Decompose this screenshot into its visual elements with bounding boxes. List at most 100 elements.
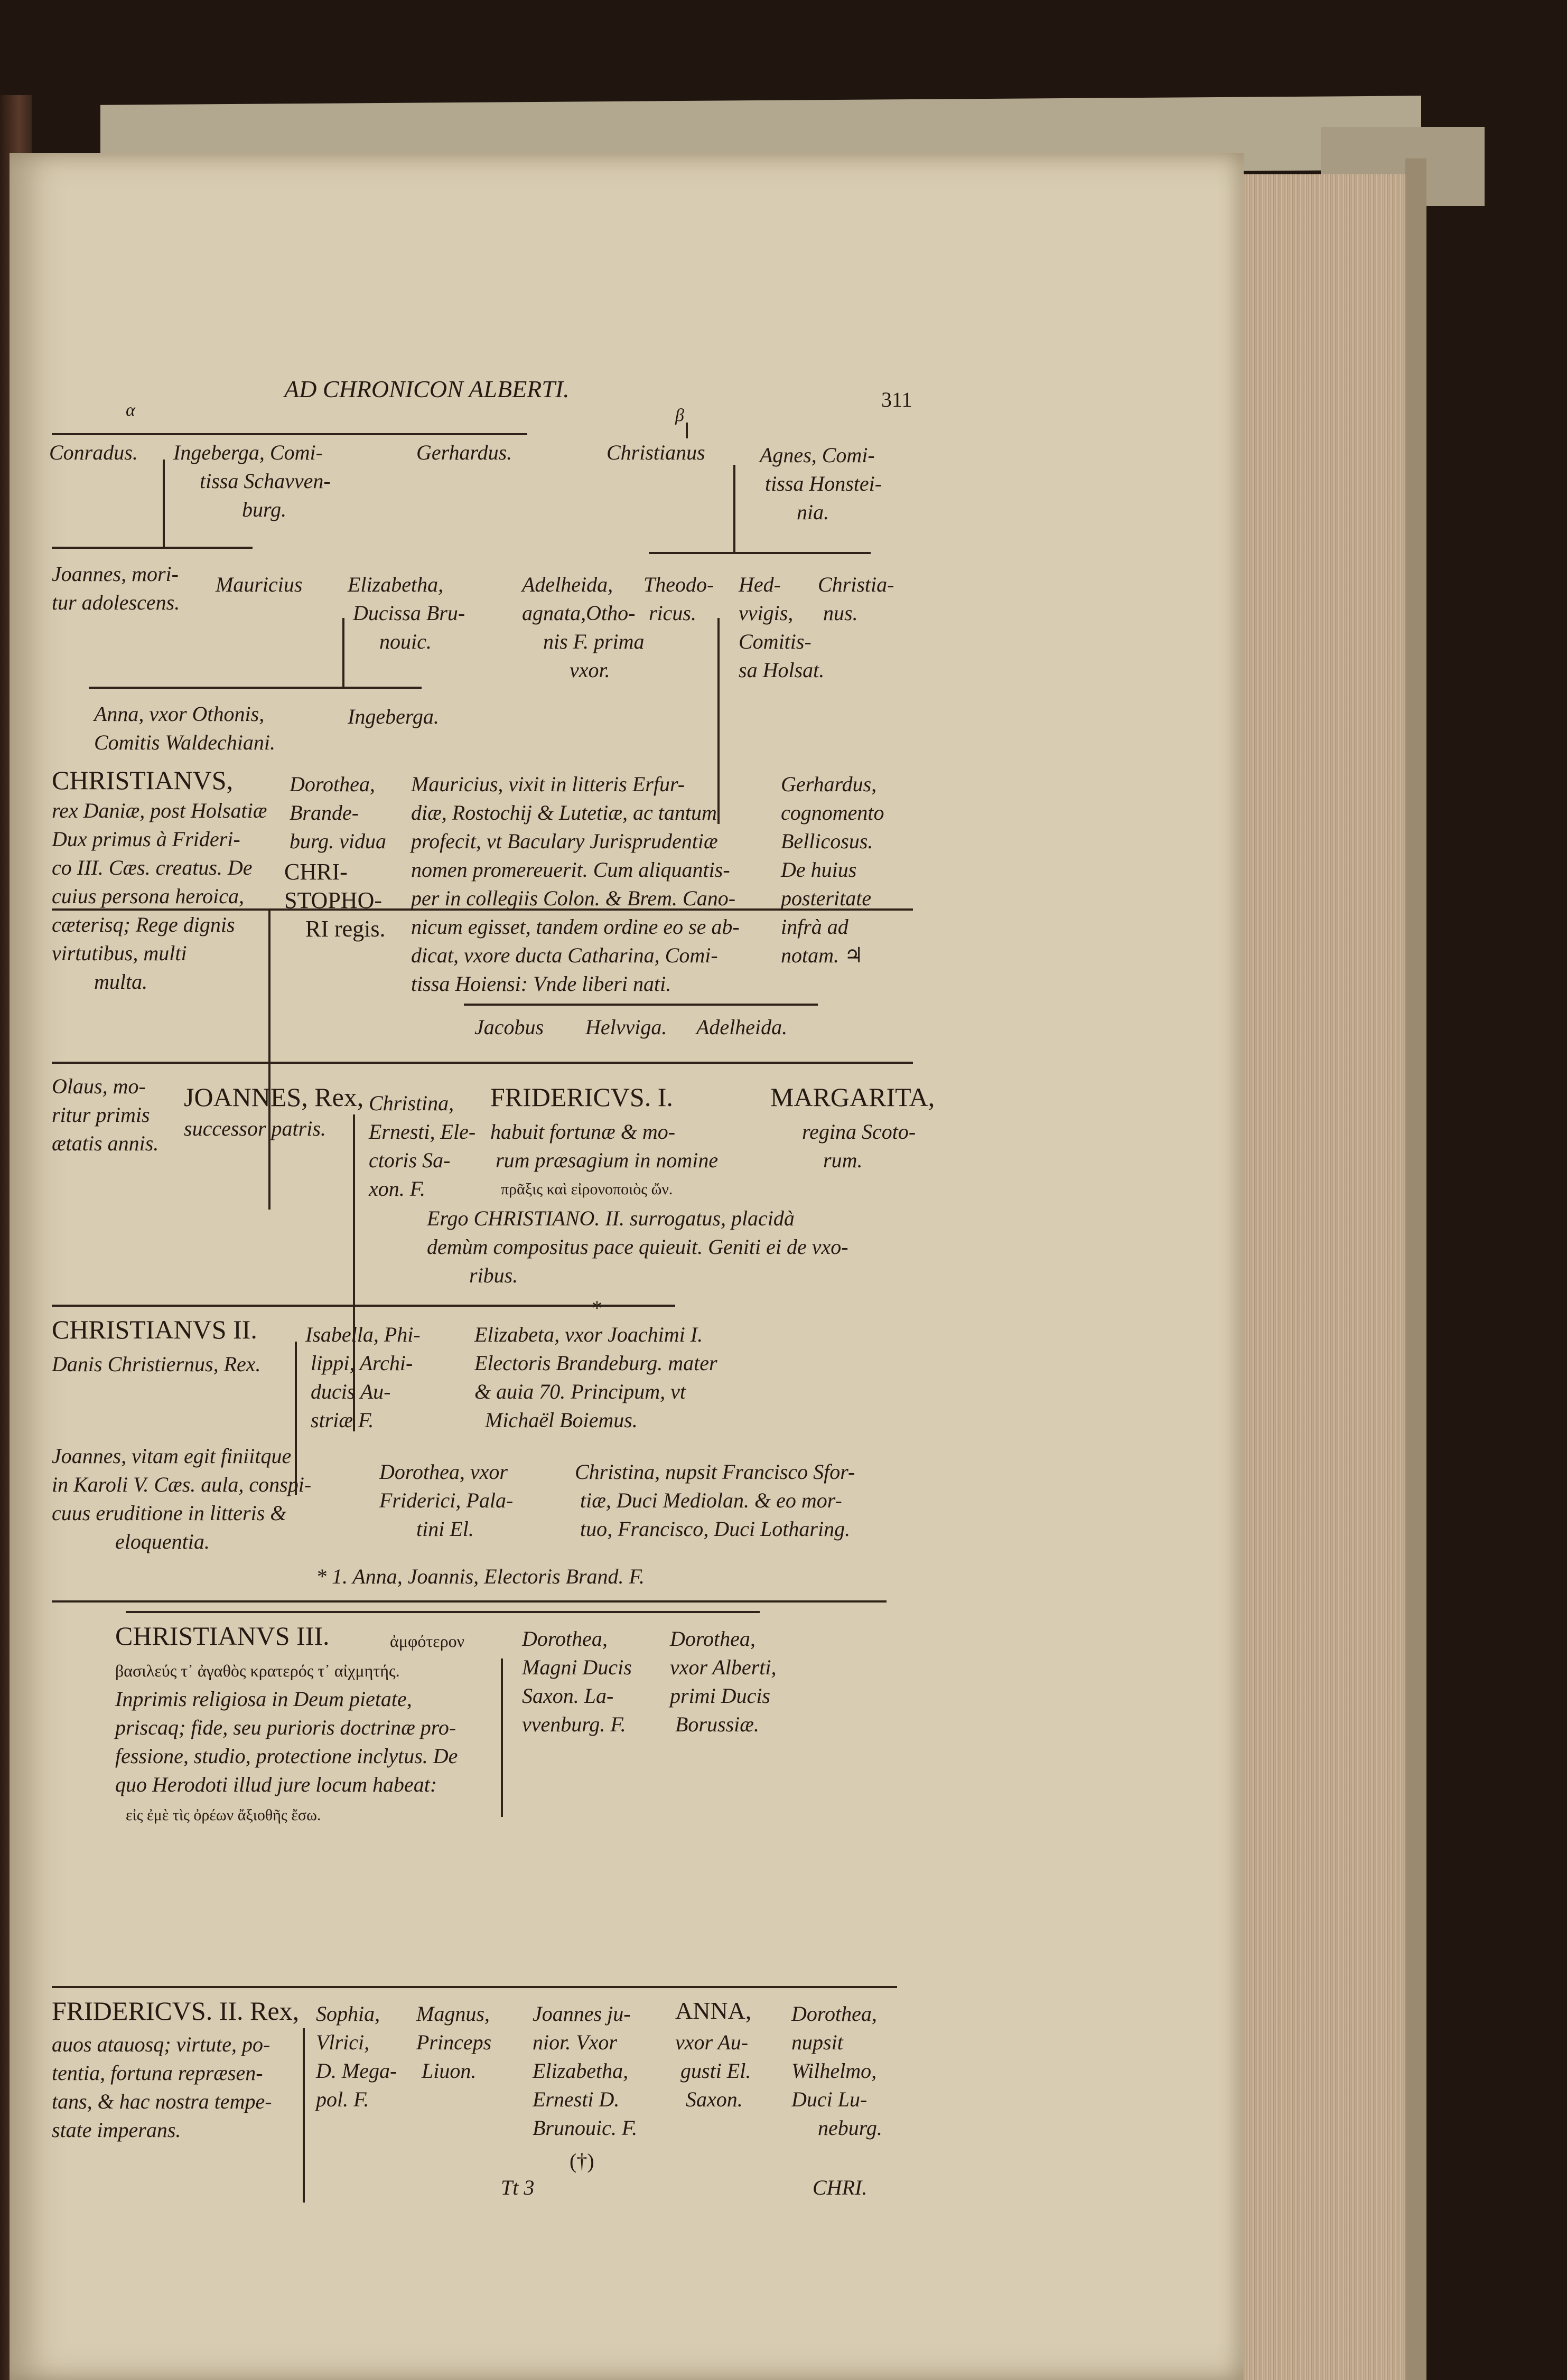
person-margarita: MARGARITA,: [770, 1082, 935, 1112]
person-hedwigis-2: vvigis,: [739, 601, 794, 625]
christianus-desc-2: Dux primus à Frideri-: [52, 827, 240, 851]
person-isabella-2: lippi, Archi-: [311, 1351, 413, 1375]
person-anna-saxon-3: gusti El.: [680, 2059, 751, 2083]
person-isabella-4: striæ F.: [311, 1408, 374, 1432]
marker-alpha: α: [126, 400, 135, 420]
mauricius-text-7: dicat, vxore ducta Catharina, Comi-: [411, 943, 718, 967]
christianus-iii-desc-1: Inprimis religiosa in Deum pietate,: [115, 1687, 412, 1711]
person-joannes-junior-3: Elizabetha,: [533, 2059, 629, 2083]
dorothea-palatini-3: tini El.: [416, 1517, 474, 1541]
person-sophia: Sophia,: [316, 2002, 380, 2026]
person-christianus-iii: CHRISTIANVS III.: [115, 1621, 330, 1651]
greek-amphoteron: ἀμφότερον: [390, 1632, 465, 1651]
person-christina-2: Ernesti, Ele-: [369, 1120, 476, 1144]
ergo-text-3: ribus.: [469, 1263, 518, 1287]
footnote-asterisk: *: [591, 1296, 601, 1320]
person-anna-saxon: ANNA,: [675, 1997, 752, 2024]
dorothea-lauenburg-1: Dorothea,: [522, 1627, 608, 1651]
page: AD CHRONICON ALBERTI. 311 α β Conradus. …: [10, 153, 1244, 2380]
person-ingeberga-daughter: Ingeberga.: [348, 705, 439, 728]
elizabeta-text-2: Electoris Brandeburg. mater: [474, 1351, 717, 1375]
tree-line: [52, 1600, 887, 1603]
greek-herodotus: εἰς ἐμὲ τὶς ὀρέων ἄξιοθῆς ἔσω.: [126, 1806, 321, 1824]
person-anna: Anna, vxor Othonis,: [94, 702, 265, 726]
christianus-desc-3: co III. Cæs. creatus. De: [52, 856, 253, 879]
dorothea-borussia-4: Borussiæ.: [675, 1712, 759, 1736]
christianus-desc-7: multa.: [94, 970, 148, 994]
fridericus-ii-desc-2: tentia, fortuna repræsen-: [52, 2061, 263, 2085]
person-conradus: Conradus.: [49, 441, 138, 464]
fridericus-desc-2: rum præsagium in nomine: [496, 1148, 719, 1172]
person-elizabetha: Elizabetha,: [348, 573, 444, 596]
person-christianus-ii: CHRISTIANVS II.: [52, 1315, 257, 1344]
person-sophia-2: Vlrici,: [316, 2030, 370, 2054]
person-magnus-3: Liuon.: [422, 2059, 477, 2083]
christina-sforza-2: tiæ, Duci Mediolan. & eo mor-: [580, 1488, 842, 1512]
page-edges: [1231, 174, 1421, 2380]
tree-line: [353, 1114, 355, 1431]
christianus-desc-6: virtutibus, multi: [52, 941, 187, 965]
christianus-ii-desc: Danis Christiernus, Rex.: [52, 1352, 261, 1376]
greek-homer-line: βασιλεύς τ᾽ ἀγαθὸς κρατερός τ᾽ αἰχμητής.: [115, 1661, 400, 1680]
person-sophia-3: D. Mega-: [316, 2059, 397, 2083]
tree-line: [52, 1305, 675, 1307]
tree-line: [342, 618, 344, 687]
person-sophia-4: pol. F.: [316, 2087, 369, 2111]
person-agnes: Agnes, Comi-: [760, 443, 875, 467]
tree-line: [126, 1611, 760, 1613]
person-joannes-junior: Joannes ju-: [533, 2002, 631, 2026]
mauricius-text-6: nicum egisset, tandem ordine eo se ab-: [411, 915, 740, 939]
person-isabella: Isabella, Phi-: [305, 1323, 421, 1346]
tree-line: [268, 908, 271, 1210]
mauricius-text-2: diæ, Rostochij & Lutetiæ, ac tantum: [411, 801, 717, 824]
person-magnus-2: Princeps: [416, 2030, 492, 2054]
person-christianus-i: CHRISTIANVS,: [52, 765, 234, 795]
christophori-1: CHRI-: [284, 859, 348, 885]
christianus-desc-4: cuius persona heroica,: [52, 884, 245, 908]
tree-line: [52, 908, 913, 911]
child-jacobus: Jacobus: [474, 1015, 544, 1039]
person-joannes-2: tur adolescens.: [52, 591, 180, 614]
person-joannes-junior-2: nior. Vxor: [533, 2030, 617, 2054]
person-olaus: Olaus, mo-: [52, 1074, 146, 1098]
fridericus-desc-1: habuit fortunæ & mo-: [490, 1120, 676, 1144]
person-fridericus-ii: FRIDERICVS. II. Rex,: [52, 1996, 300, 2026]
person-hedwigis: Hed-: [739, 573, 781, 596]
person-dorothea-i-3: burg. vidua: [290, 829, 386, 853]
christianus-iii-desc-3: fessione, studio, protectione inclytus. …: [115, 1744, 458, 1768]
person-christina-3: ctoris Sa-: [369, 1148, 451, 1172]
person-ingeberga-3: burg.: [242, 498, 287, 521]
greek-phrase: πρᾶξις καὶ εἰρονοποιὸς ὤν.: [501, 1180, 673, 1198]
footnote-anna: * 1. Anna, Joannis, Electoris Brand. F.: [316, 1564, 645, 1588]
dagger-mark: (†): [570, 2149, 594, 2173]
person-gerhardus: Gerhardus.: [416, 441, 512, 464]
person-fridericus-i: FRIDERICVS. I.: [490, 1082, 673, 1112]
person-agnes-3: nia.: [797, 500, 829, 524]
mauricius-text-4: nomen promereuerit. Cum aliquantis-: [411, 858, 730, 882]
person-joannes-junior-4: Ernesti D.: [533, 2087, 620, 2111]
person-christianus: Christianus: [607, 441, 705, 464]
tree-line: [649, 552, 871, 554]
gerhardus-text-4: De huius: [781, 858, 857, 882]
person-ingeberga-2: tissa Schavven-: [200, 469, 331, 493]
gerhardus-text-5: posteritate: [781, 886, 872, 910]
christina-sforza-3: tuo, Francisco, Duci Lotharing.: [580, 1517, 851, 1541]
gerhardus-text-1: Gerhardus,: [781, 772, 877, 796]
dorothea-borussia-3: primi Ducis: [670, 1684, 770, 1708]
person-christianus-2b: nus.: [823, 601, 858, 625]
person-anna-saxon-4: Saxon.: [686, 2087, 743, 2111]
person-joannes-rex: JOANNES, Rex,: [184, 1082, 364, 1112]
person-dorothea-luneburg-5: neburg.: [818, 2116, 882, 2140]
tree-line: [717, 618, 720, 824]
person-theodoricus: Theodo-: [643, 573, 714, 596]
person-adelheida-3: nis F. prima: [543, 630, 645, 653]
joannes-ii-text-1: Joannes, vitam egit finiitque: [52, 1444, 292, 1468]
person-ingeberga: Ingeberga, Comi-: [173, 441, 323, 464]
child-adelheida: Adelheida.: [696, 1015, 788, 1039]
dorothea-lauenburg-2: Magni Ducis: [522, 1655, 632, 1679]
tree-line: [52, 1062, 913, 1064]
tree-line: [52, 1986, 897, 1988]
tree-line: [52, 547, 253, 549]
gerhardus-text-7: notam. ♃: [781, 943, 863, 967]
